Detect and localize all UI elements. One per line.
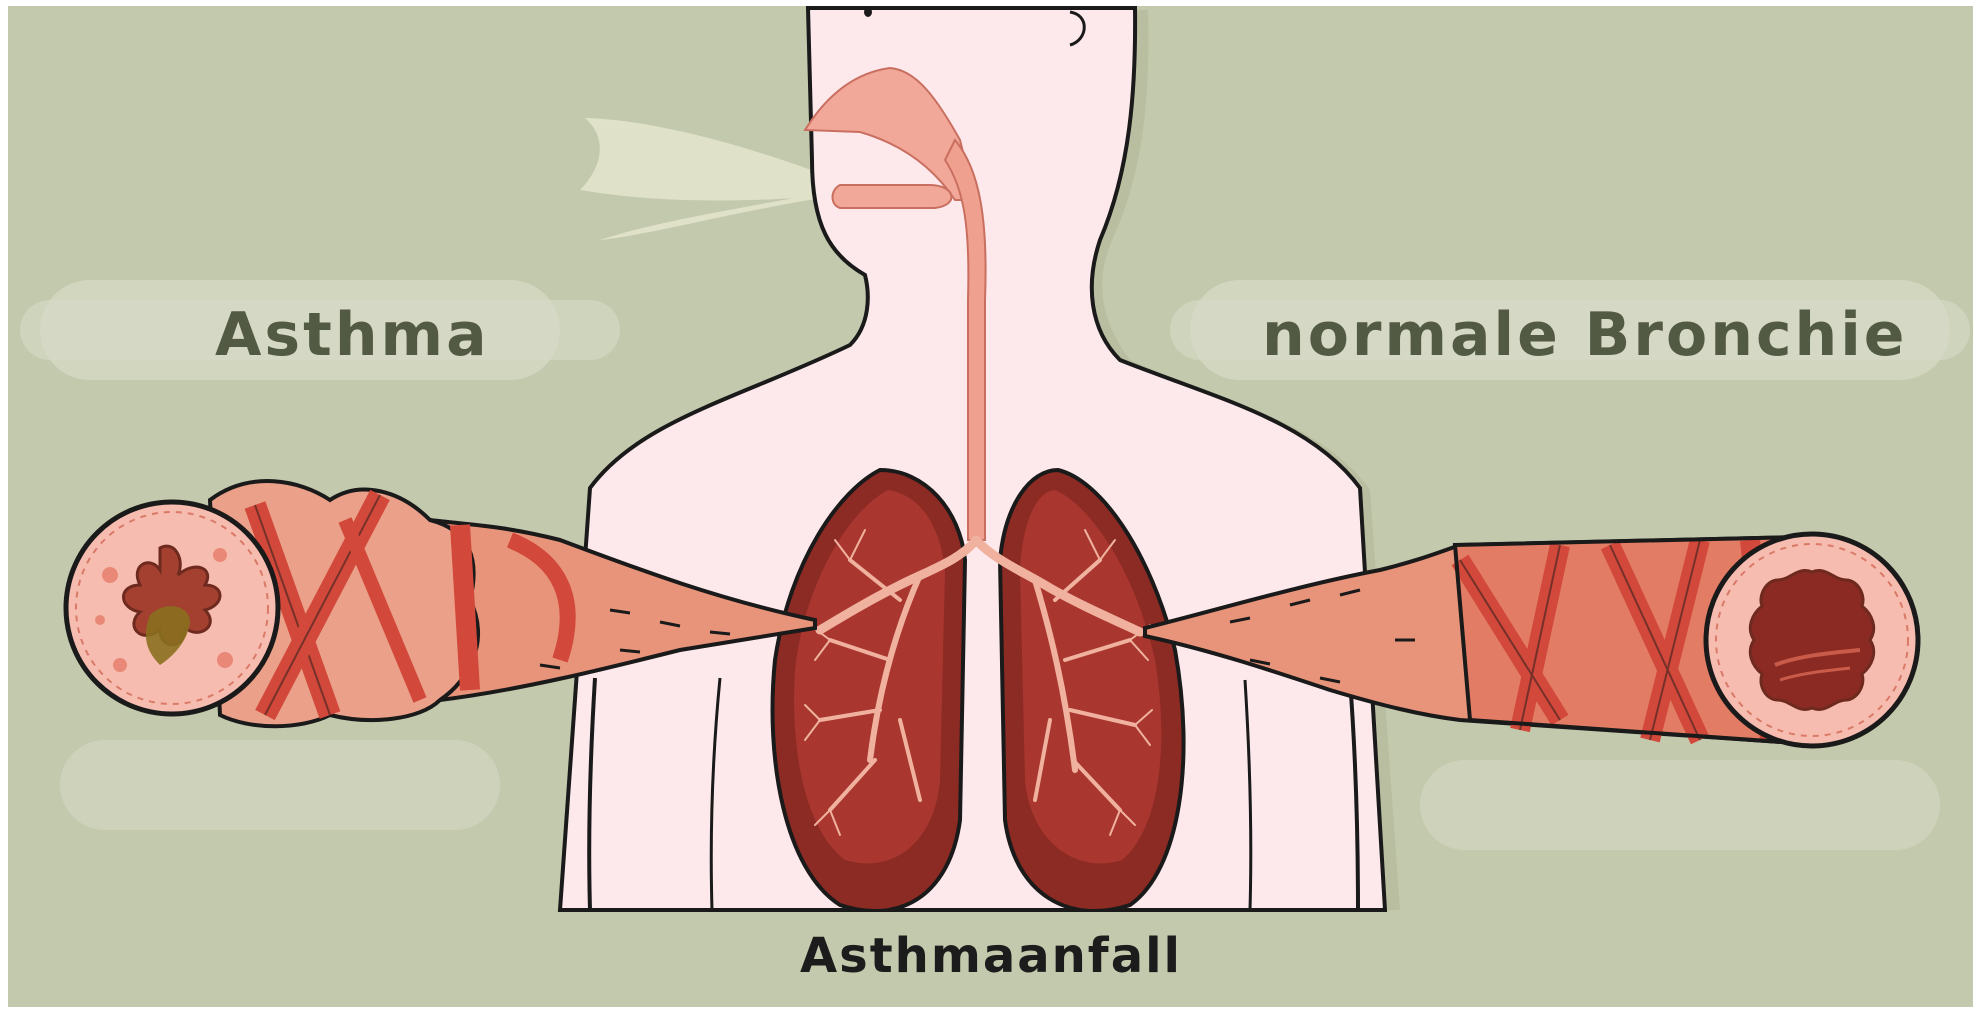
normal-cross-section <box>1706 534 1918 746</box>
open-airway <box>1750 571 1873 710</box>
eye <box>864 7 872 17</box>
asthma-label: Asthma <box>215 300 490 370</box>
normal-bronchus-label: normale Bronchie <box>1262 300 1907 370</box>
mouth <box>833 185 952 208</box>
asthma-cross-section <box>66 502 278 714</box>
asthma-attack-caption: Asthmaanfall <box>800 928 1182 984</box>
